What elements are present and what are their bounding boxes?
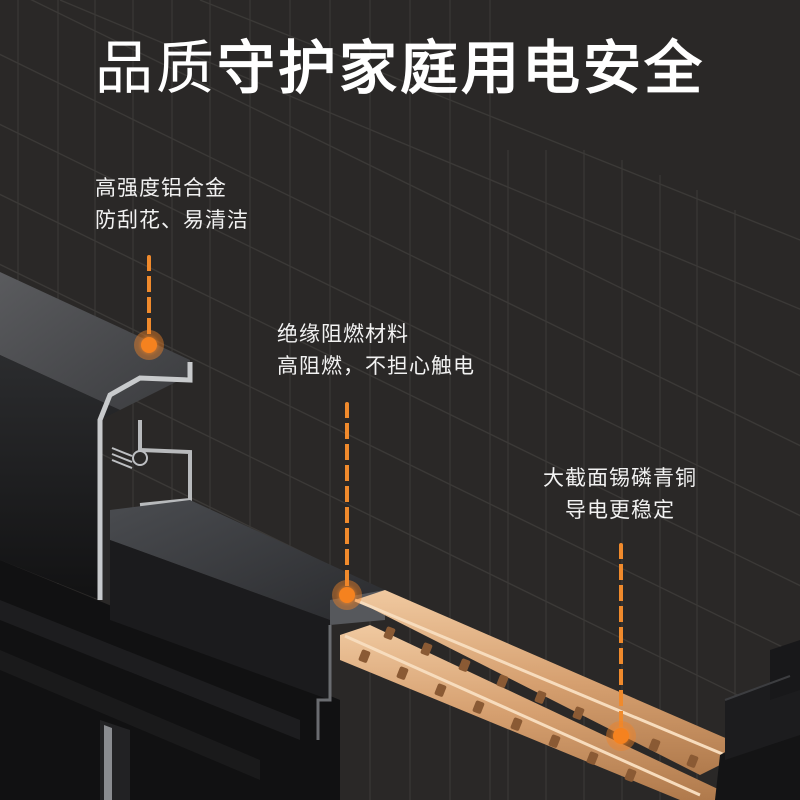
callout-copper-conductor: 大截面锡磷青铜 导电更稳定 <box>520 462 720 526</box>
dot-icon <box>613 728 629 744</box>
marker-dot-icon <box>332 580 362 610</box>
callout-insulation: 绝缘阻燃材料 高阻燃，不担心触电 <box>277 318 475 382</box>
callout-line1: 大截面锡磷青铜 <box>543 466 697 490</box>
callout-aluminum-housing: 高强度铝合金 防刮花、易清洁 <box>95 172 249 236</box>
callout-line1: 高强度铝合金 <box>95 176 227 200</box>
callout-line2: 防刮花、易清洁 <box>95 208 249 232</box>
callout-line2: 高阻燃，不担心触电 <box>277 354 475 378</box>
page-title: 品质守护家庭用电安全 <box>0 28 800 108</box>
title-light-part: 品质 <box>94 34 217 102</box>
callout-line2: 导电更稳定 <box>565 498 675 522</box>
leader-line-aluminum <box>147 255 151 343</box>
callout-line1: 绝缘阻燃材料 <box>277 322 409 346</box>
dot-icon <box>141 337 157 353</box>
leader-line-copper <box>619 543 623 733</box>
title-bold-part: 守护家庭用电安全 <box>217 34 706 102</box>
marker-dot-icon <box>606 721 636 751</box>
dot-icon <box>339 587 355 603</box>
marker-dot-icon <box>134 330 164 360</box>
leader-line-insulation <box>345 402 349 592</box>
